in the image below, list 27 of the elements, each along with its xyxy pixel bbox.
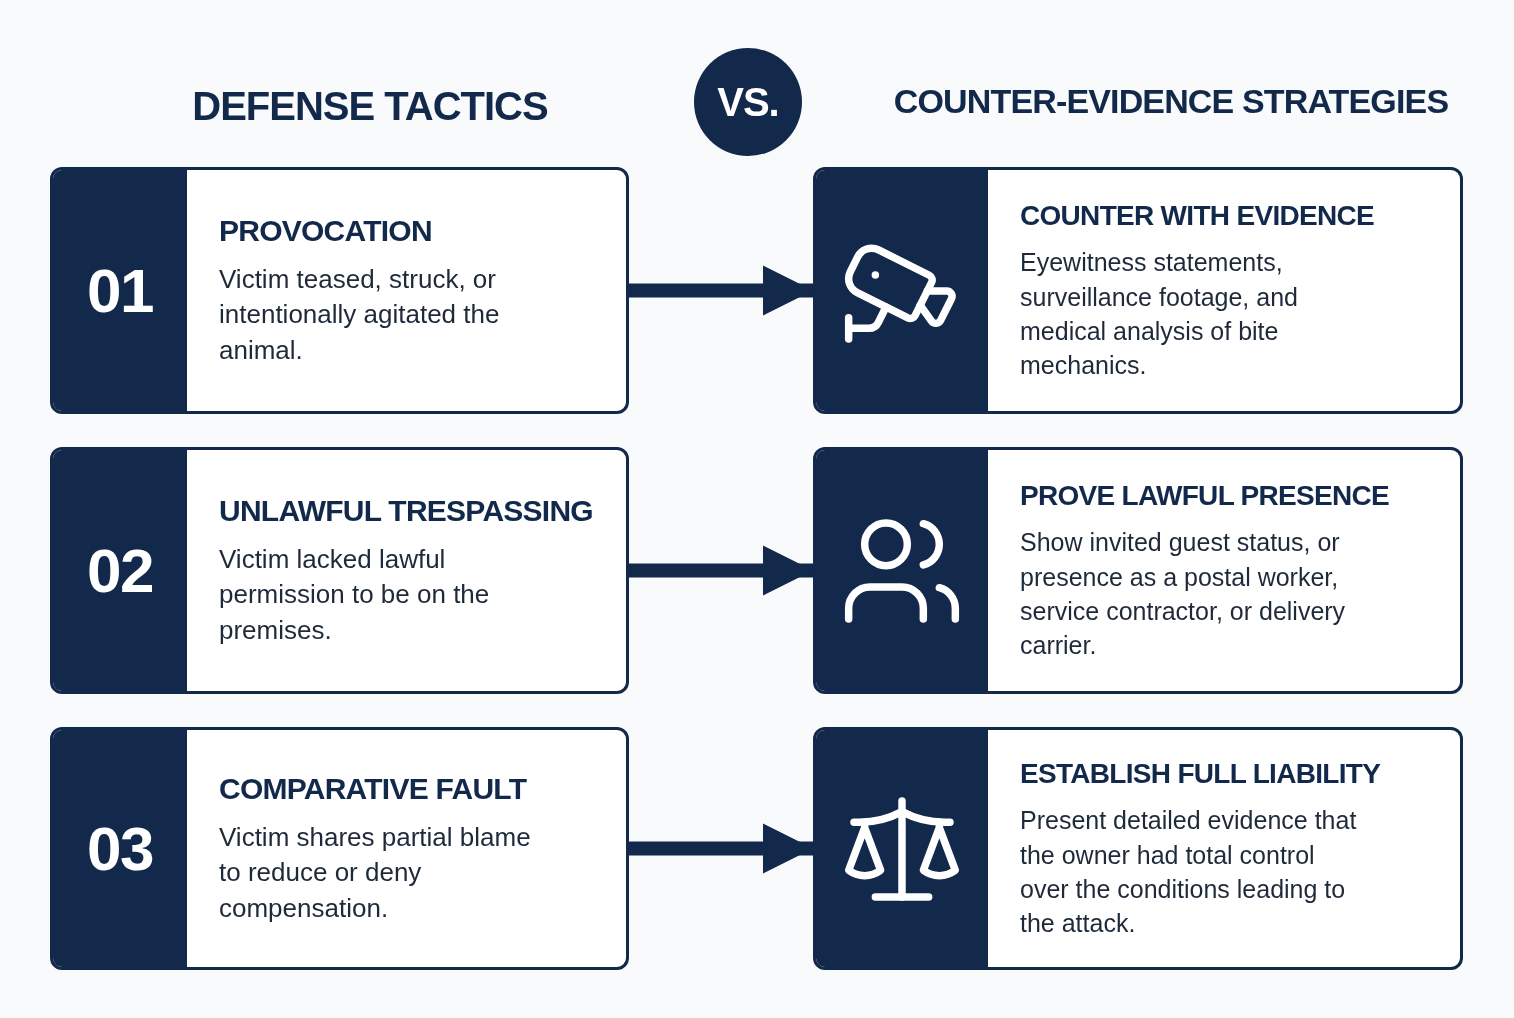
counter-card [813, 727, 1463, 970]
card-heading: ESTABLISH FULL LIABILITY [1020, 757, 1381, 792]
card-description: Victim shares partial blame to reduce or deny compensation. [219, 820, 532, 926]
card-description: Show invited guest status, or presence as a postal worker, service contractor, or delivery carrier. [1020, 527, 1347, 662]
step-number: 01 [87, 255, 153, 327]
step-number: 02 [87, 535, 153, 607]
arrow [629, 545, 813, 596]
defense-card [50, 447, 629, 694]
card-heading: COMPARATIVE FAULT [219, 771, 528, 808]
card-description: Eyewitness statements, surveillance footage, and medical analysis of bite mechanics. [1020, 247, 1299, 382]
vs-text: VS. [717, 79, 779, 126]
card-heading: UNLAWFUL TRESPASSING [219, 493, 593, 530]
card-heading: COUNTER WITH EVIDENCE [1020, 199, 1374, 234]
step-number: 03 [87, 813, 153, 885]
card-description: Victim teased, struck, or intentionally agitated the animal. [219, 262, 501, 368]
defense-card [50, 727, 629, 970]
card-heading: PROVOCATION [219, 213, 433, 250]
column-heading: COUNTER-EVIDENCE STRATEGIES [892, 81, 1450, 122]
defense-card [50, 167, 629, 414]
card-description: Victim lacked lawful permission to be on the premises. [219, 542, 491, 648]
counter-card [813, 447, 1463, 694]
arrow [629, 265, 813, 316]
column-heading: DEFENSE TACTICS [191, 83, 549, 130]
card-description: Present detailed evidence that the owner had total control over the conditions leading to the attack. [1020, 805, 1358, 940]
counter-card [813, 167, 1463, 414]
card-heading: PROVE LAWFUL PRESENCE [1020, 479, 1390, 514]
arrow [629, 823, 813, 874]
